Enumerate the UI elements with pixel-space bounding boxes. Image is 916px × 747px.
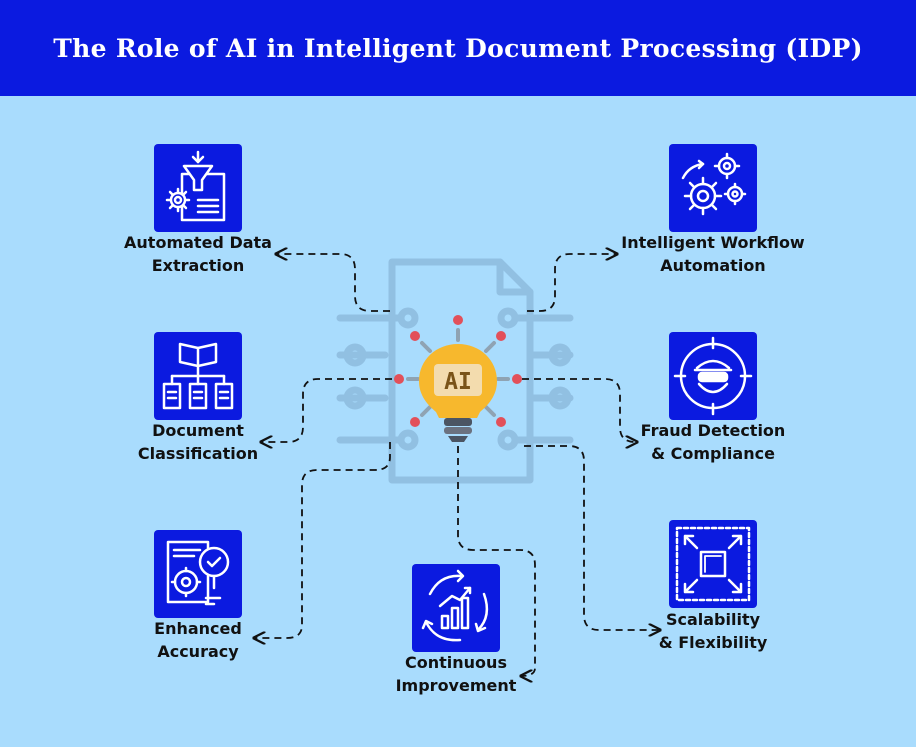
hacker-target-icon xyxy=(669,332,757,420)
magnifier-check-icon xyxy=(154,530,242,618)
ai-lightbulb-icon: AI xyxy=(419,344,497,442)
header-bar: The Role of AI in Intelligent Document P… xyxy=(0,0,916,96)
connector-workflow xyxy=(527,254,617,312)
connector-scalability xyxy=(524,445,660,630)
bulb-rays xyxy=(406,328,510,417)
expand-arrows-icon xyxy=(669,520,757,608)
connector-classification xyxy=(261,378,392,442)
connectors xyxy=(254,254,660,676)
connector-data-extraction xyxy=(276,254,390,312)
node-label-accuracy: Enhanced Accuracy xyxy=(154,619,242,661)
node-label-scalability: Scalability & Flexibility xyxy=(658,610,768,652)
node-label-classification: Document Classification xyxy=(137,421,259,463)
connector-improvement xyxy=(457,446,536,676)
document-background-icon xyxy=(336,258,574,484)
bulb-ray-dots xyxy=(394,315,522,427)
center-label: AI xyxy=(444,369,472,395)
gears-icon xyxy=(669,144,757,232)
node-label-data-extraction: Automated Data Extraction xyxy=(124,233,272,275)
connector-accuracy xyxy=(254,442,391,638)
document-hierarchy-icon xyxy=(154,332,242,420)
connector-fraud xyxy=(522,378,637,442)
node-label-fraud: Fraud Detection & Compliance xyxy=(640,421,786,463)
page-title: The Role of AI in Intelligent Document P… xyxy=(53,33,863,63)
growth-cycle-icon xyxy=(412,564,500,652)
node-label-workflow: Intelligent Workflow Automation xyxy=(621,233,805,275)
data-extraction-funnel-icon xyxy=(154,144,242,232)
node-label-improvement: Continuous Improvement xyxy=(395,653,517,695)
